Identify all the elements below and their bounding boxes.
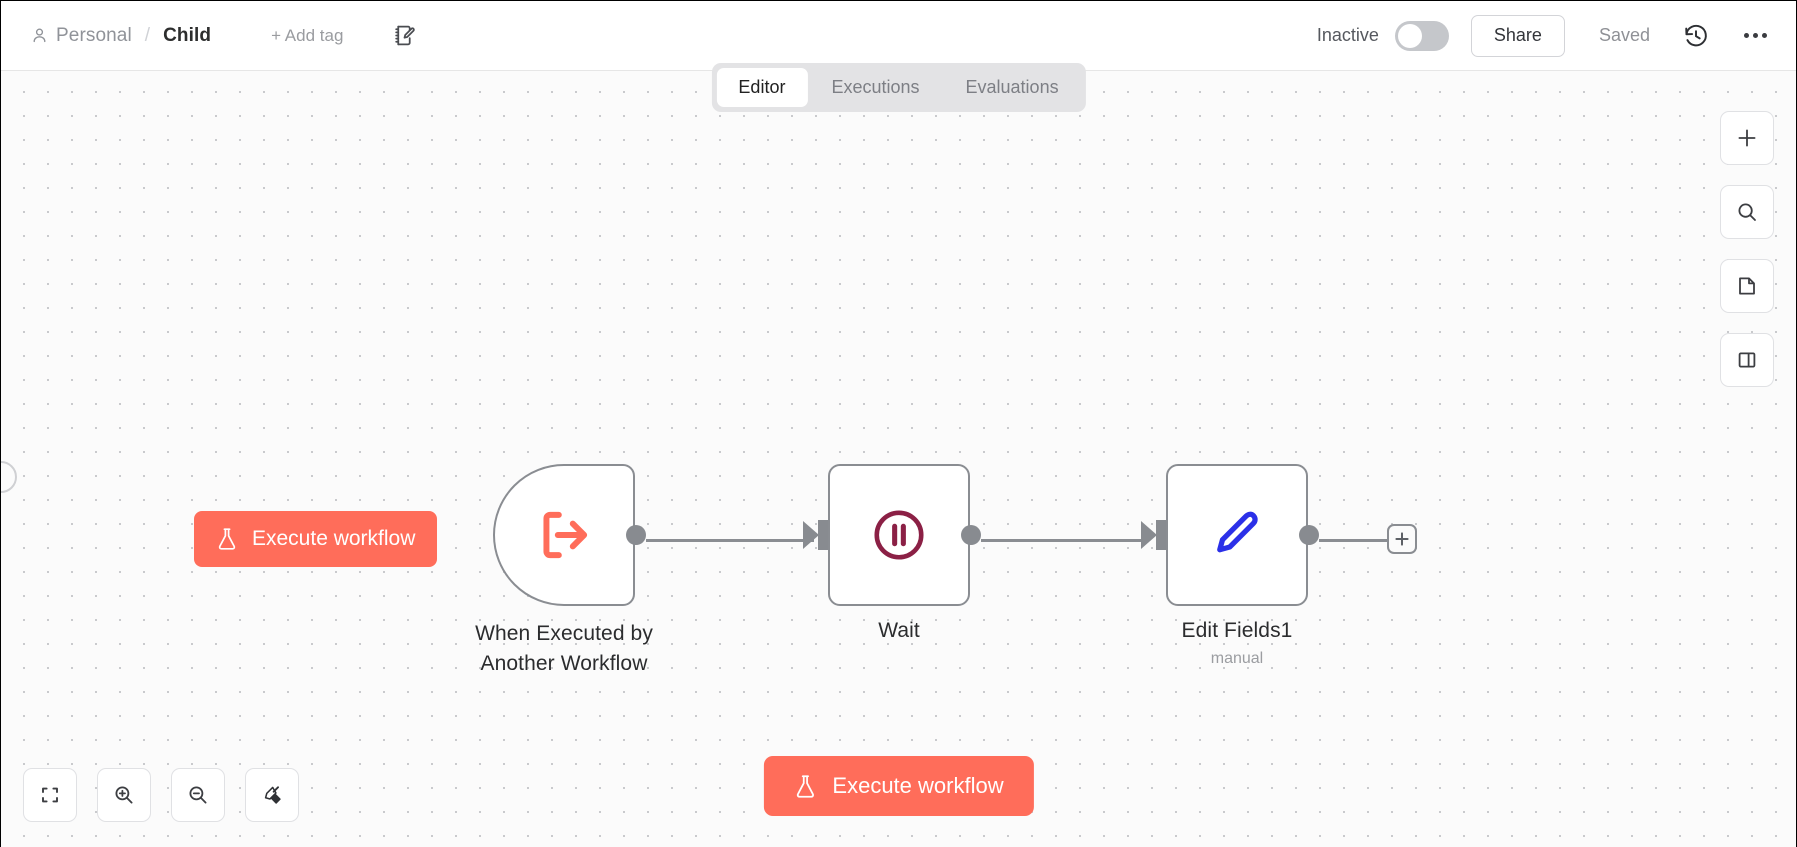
node-when-executed-by-another-workflow[interactable]: When Executed by Another Workflow (475, 464, 653, 675)
execute-workflow-label: Execute workflow (832, 773, 1004, 798)
person-icon (31, 27, 56, 44)
node-output-port[interactable] (961, 525, 981, 545)
execute-workflow-floating-button[interactable]: Execute workflow (194, 511, 438, 567)
editor-tab-bar: Editor Executions Evaluations (711, 63, 1086, 112)
add-sticky-note-button[interactable] (1720, 259, 1774, 313)
breadcrumb-separator: / (144, 24, 151, 46)
breadcrumb-project[interactable]: Personal (56, 24, 132, 46)
execute-arrow-icon (533, 504, 595, 566)
app-header: Personal / Child + Add tag Inactive Shar… (1, 1, 1796, 71)
node-subtitle: manual (1210, 650, 1264, 667)
header-right-group: Inactive Share Saved (1316, 14, 1796, 57)
header-left-group: Personal / Child + Add tag (1, 23, 417, 49)
add-tag-button[interactable]: + Add tag (271, 25, 344, 45)
zoom-in-button[interactable] (97, 768, 151, 822)
tab-executions[interactable]: Executions (809, 68, 941, 107)
note-edit-icon[interactable] (391, 23, 417, 49)
node-output-port[interactable] (626, 525, 646, 545)
tab-editor[interactable]: Editor (716, 68, 808, 107)
toggle-knob (1397, 23, 1422, 48)
tidy-up-button[interactable] (245, 768, 299, 822)
pen-icon (1207, 505, 1267, 565)
connection-edit-fields-to-stub[interactable] (1319, 539, 1387, 542)
workflow-canvas[interactable]: Execute workflow When Executed by Anothe… (1, 71, 1796, 847)
node-input-port[interactable] (818, 520, 828, 550)
pause-circle-icon (870, 506, 928, 564)
node-input-arrow (1141, 521, 1157, 549)
connection-trigger-to-wait[interactable] (646, 539, 814, 542)
toggle-side-panel-button[interactable] (1720, 333, 1774, 387)
canvas-bottom-toolbar (23, 768, 299, 822)
save-status-label: Saved (1598, 25, 1650, 45)
node-input-arrow (803, 521, 819, 549)
node-title: When Executed by Another Workflow (475, 622, 653, 675)
flask-icon (793, 774, 816, 799)
search-nodes-button[interactable] (1720, 185, 1774, 239)
workflow-name[interactable]: Child (163, 24, 212, 46)
workflow-activation-toggle[interactable] (1394, 20, 1449, 51)
tab-evaluations[interactable]: Evaluations (944, 68, 1081, 107)
node-body[interactable] (1141, 464, 1319, 606)
canvas-right-toolbar (1720, 111, 1774, 387)
flask-icon (216, 527, 238, 551)
add-node-stub-button[interactable] (1387, 524, 1417, 554)
zoom-out-button[interactable] (171, 768, 225, 822)
node-body[interactable] (803, 464, 981, 606)
zoom-to-fit-button[interactable] (23, 768, 77, 822)
node-wait[interactable]: Wait (803, 464, 981, 642)
add-node-button[interactable] (1720, 111, 1774, 165)
node-edit-fields1[interactable]: Edit Fields1 manual (1141, 464, 1319, 667)
node-body[interactable] (493, 464, 646, 606)
connection-wait-to-edit-fields[interactable] (981, 539, 1149, 542)
node-title: Wait (878, 619, 920, 642)
execute-workflow-button[interactable]: Execute workflow (763, 756, 1034, 816)
share-button[interactable]: Share (1470, 14, 1565, 57)
node-input-port[interactable] (1156, 520, 1166, 550)
node-output-port[interactable] (1299, 525, 1319, 545)
offscreen-node-stub (1, 461, 17, 493)
activation-status-label: Inactive (1316, 25, 1379, 45)
execute-workflow-floating-label: Execute workflow (252, 527, 416, 550)
node-title: Edit Fields1 (1181, 619, 1293, 642)
more-options-icon[interactable] (1740, 22, 1770, 50)
history-clock-icon[interactable] (1682, 22, 1710, 50)
